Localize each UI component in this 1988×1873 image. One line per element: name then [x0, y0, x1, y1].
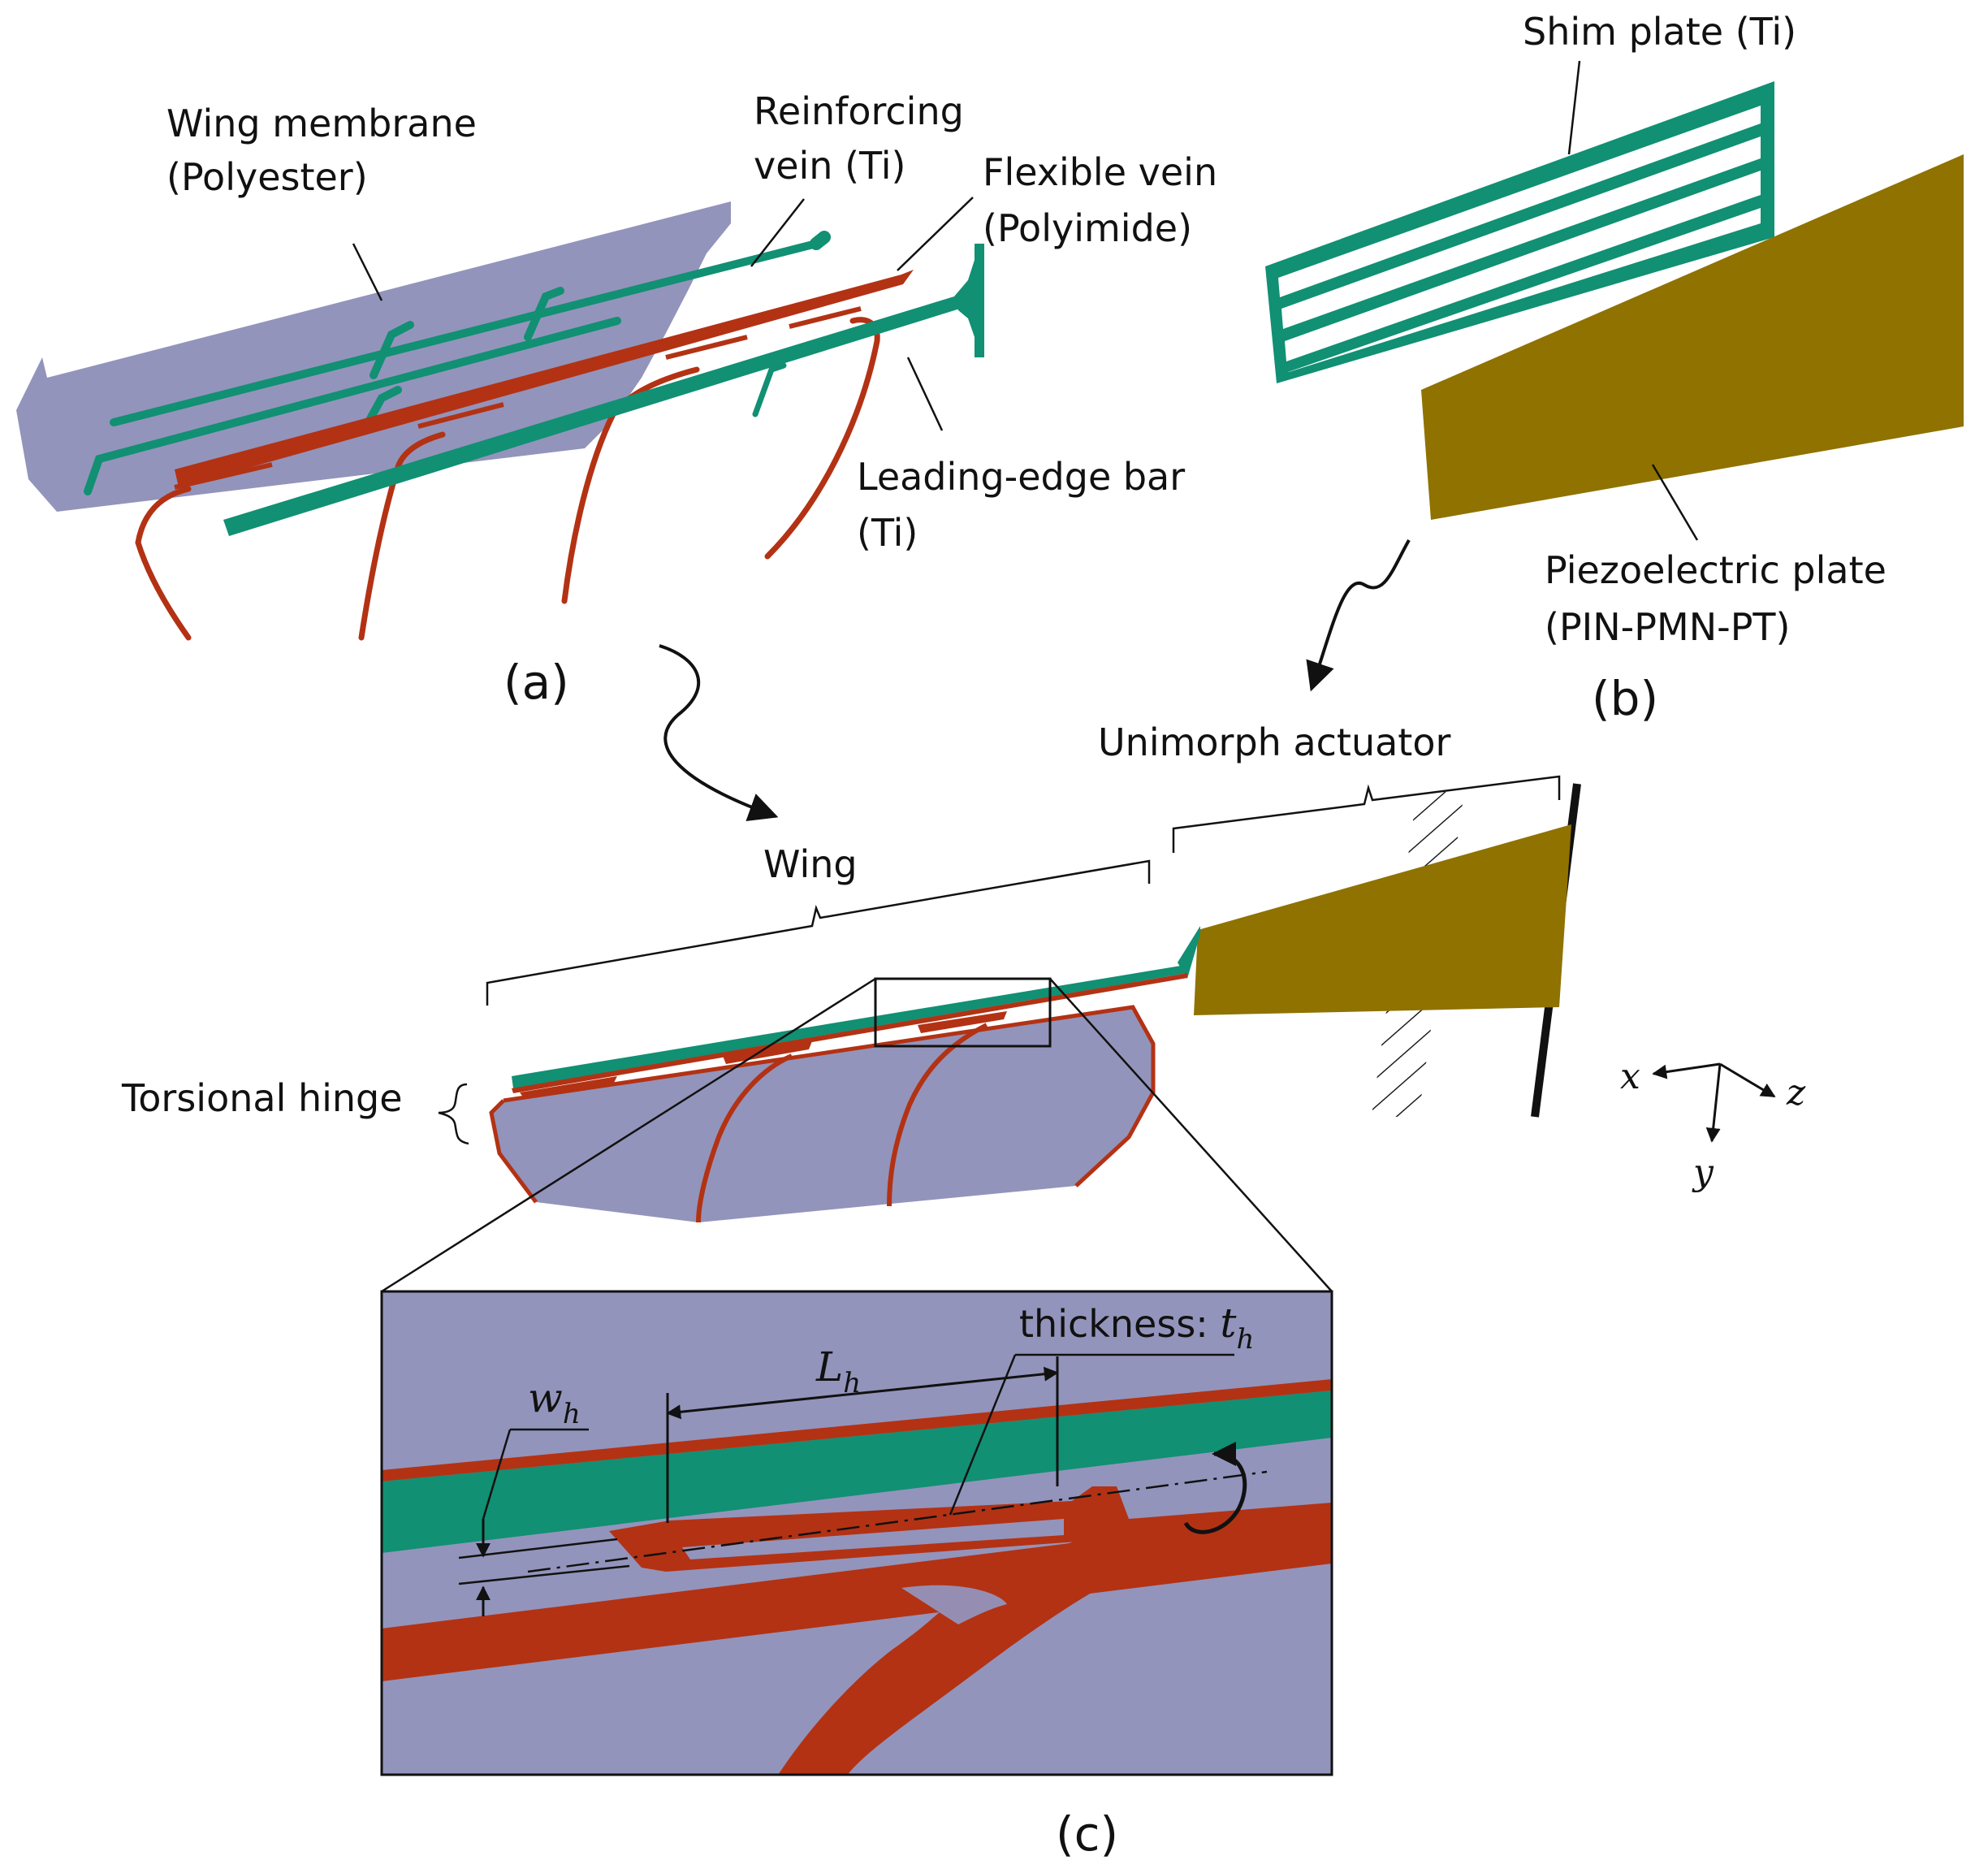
hinge-axis: [527, 1470, 1268, 1573]
wing-membrane-leader: [352, 243, 383, 301]
assembled-leading-edge-bar: [512, 965, 1187, 1088]
coordinate-axes: x z y: [1620, 1056, 1806, 1193]
leading-edge-bar-label-1: Leading-edge bar: [857, 455, 1185, 499]
assembled-device: Unimorph actuator Wing Torsional hinge x…: [121, 720, 1806, 1293]
thickness-label: thickness: th: [1019, 1300, 1254, 1356]
panel-c-hinge-zoom: thickness: th Lh wh (c): [380, 1290, 1333, 1862]
axis-x-label: x: [1620, 1056, 1640, 1097]
reinforcing-vein-leader: [750, 198, 805, 267]
reinforcing-vein-shape: [84, 231, 831, 495]
leading-edge-bar-shape: [223, 244, 984, 536]
panel-a-label: (a): [503, 655, 569, 710]
assembled-membrane: [491, 1007, 1153, 1222]
length-label: Lh: [815, 1343, 861, 1399]
wing-brace: [486, 859, 1151, 1006]
panel-b-actuator-exploded: Shim plate (Ti) Piezoelectric plate (PIN…: [1265, 10, 1964, 726]
axis-z-label: z: [1786, 1072, 1806, 1114]
wing-membrane-label-2: (Polyester): [166, 155, 368, 199]
piezo-plate-label-1: Piezoelectric plate: [1545, 548, 1886, 592]
width-label: wh: [528, 1374, 581, 1430]
flexible-vein-leader: [897, 197, 974, 271]
panel-b-label: (b): [1592, 671, 1658, 726]
torsion-arrow: [1183, 1442, 1247, 1534]
piezo-plate-shape: [1421, 154, 1964, 520]
assembly-arrow-b: [1306, 539, 1411, 692]
hinge-brace: [438, 1083, 469, 1145]
reinforcing-vein-label-2: vein (Ti): [754, 144, 905, 188]
leading-edge-bar-leader: [906, 357, 944, 431]
piezo-plate-label-2: (PIN-PMN-PT): [1545, 605, 1790, 649]
flexible-vein-label-1: Flexible vein: [983, 150, 1217, 194]
zoom-source-box: [874, 977, 1052, 1048]
wing-label: Wing: [763, 842, 858, 886]
wing-membrane-label-1: Wing membrane: [166, 102, 477, 145]
shim-plate-leader: [1567, 60, 1581, 155]
thickness-leader: [949, 1354, 1017, 1516]
panel-c-label: (c): [1056, 1806, 1118, 1862]
flexible-vein-label-2: (Polyimide): [983, 206, 1192, 250]
panel-a-wing-exploded: Wing membrane (Polyester) Reinforcing ve…: [16, 89, 1217, 710]
assembled-piezo: [1194, 824, 1571, 1015]
reinforcing-vein-label-1: Reinforcing: [754, 89, 964, 133]
zoom-frame: [380, 1290, 1333, 1776]
torsional-hinge-label: Torsional hinge: [121, 1076, 403, 1120]
length-dimension: [666, 1366, 1059, 1420]
unimorph-actuator-label: Unimorph actuator: [1098, 720, 1450, 764]
axis-y-label: y: [1692, 1152, 1714, 1193]
assembled-edge-vein: [503, 1005, 1156, 1187]
leading-edge-bar-label-2: (Ti): [857, 511, 918, 555]
piezo-plate-leader: [1651, 464, 1699, 541]
shim-plate-shape: [1265, 81, 1774, 383]
assembly-arrow-a: [659, 644, 779, 821]
actuator-brace: [1172, 775, 1561, 853]
shim-plate-label: Shim plate (Ti): [1523, 10, 1796, 54]
